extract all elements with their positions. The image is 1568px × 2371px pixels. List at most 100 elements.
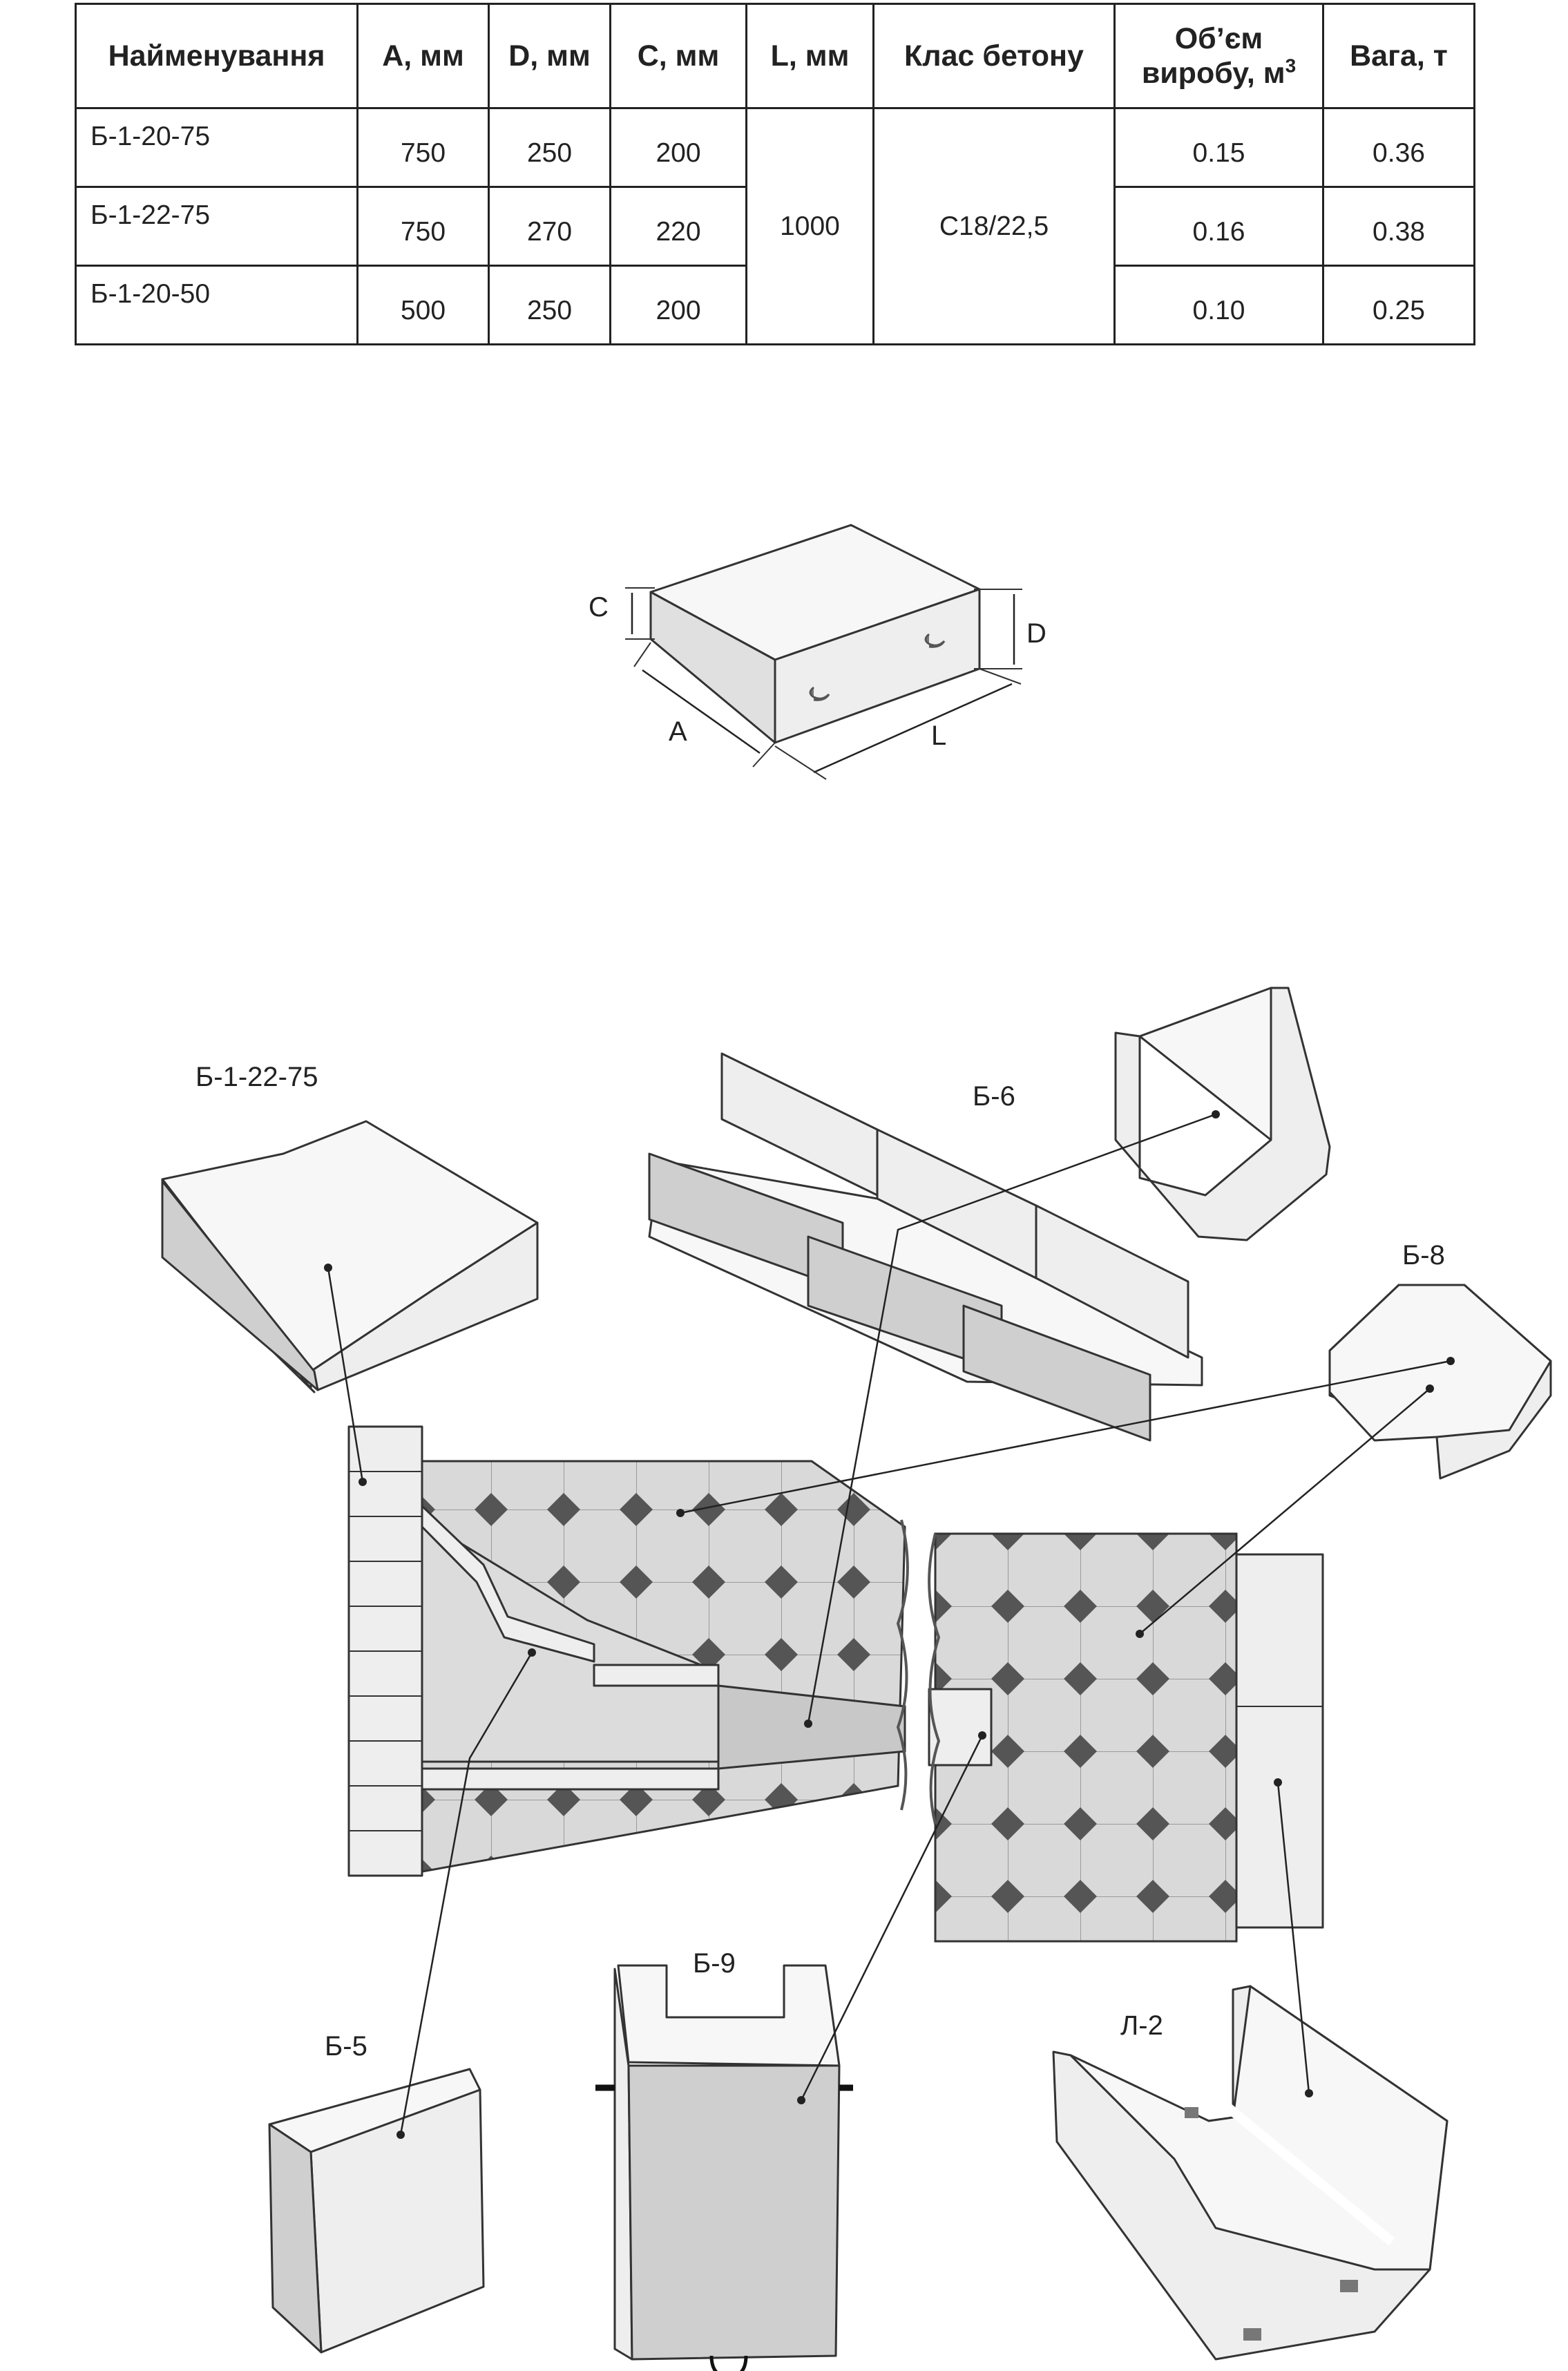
leader-dot bbox=[324, 1264, 332, 1272]
part-top-face bbox=[161, 1120, 539, 1373]
header-volume-text: Об’єм виробу, м bbox=[1141, 22, 1285, 90]
leader-dot bbox=[1305, 2089, 1313, 2097]
leader bbox=[680, 1360, 1451, 1514]
curb-right-vertical bbox=[1235, 1553, 1324, 1929]
tray-side bbox=[962, 1304, 1151, 1442]
header-volume-sup: 3 bbox=[1285, 55, 1297, 77]
leader bbox=[1139, 1388, 1431, 1635]
leader bbox=[399, 1652, 533, 2135]
cell-volume: 0.15 bbox=[1113, 107, 1324, 188]
dim-label-d: D bbox=[1026, 618, 1046, 649]
b9-loop-icon bbox=[709, 2355, 748, 2371]
cell-a: 750 bbox=[356, 186, 490, 267]
leader-dot bbox=[1274, 1778, 1282, 1787]
cell-name: Б-1-20-50 bbox=[75, 265, 358, 345]
tray-edge-top bbox=[593, 1664, 720, 1687]
dimension-block-diagram: C D A L bbox=[589, 524, 1046, 780]
part-b-1-22-75: Б-1-22-75 bbox=[161, 1062, 539, 1393]
tray-assembly-plan bbox=[347, 1425, 1324, 1943]
dim-label-c: C bbox=[589, 592, 609, 622]
tray-wall bbox=[720, 1052, 879, 1197]
label-b-1-22-75: Б-1-22-75 bbox=[195, 1062, 318, 1092]
break-line bbox=[928, 1533, 941, 1825]
leader-dot bbox=[528, 1648, 536, 1657]
dim-a-extension bbox=[633, 642, 776, 768]
tray-wall bbox=[1035, 1204, 1189, 1359]
dim-label-l: L bbox=[931, 721, 946, 751]
curb-joint-lines bbox=[349, 1471, 422, 1831]
header-volume: Об’єм виробу, м3 bbox=[1113, 3, 1324, 109]
cell-d: 250 bbox=[488, 107, 611, 188]
dim-c-extension bbox=[625, 587, 655, 640]
l2-highlight bbox=[1216, 2096, 1395, 2246]
u-channel-inner bbox=[1138, 987, 1272, 1141]
label-b-5: Б-5 bbox=[325, 2031, 367, 2061]
paving-area-right bbox=[934, 1532, 1238, 1943]
cell-name: Б-1-22-75 bbox=[75, 186, 358, 267]
leader-dot bbox=[804, 1720, 812, 1728]
leader-dot bbox=[396, 2131, 405, 2139]
label-b-9: Б-9 bbox=[693, 1948, 736, 1979]
table-header-row: Найменування A, мм D, мм C, мм L, мм Кла… bbox=[75, 3, 1475, 109]
break-line bbox=[896, 1519, 909, 1811]
part-b-9: Б-9 bbox=[595, 1948, 853, 2371]
b9-front bbox=[627, 2064, 841, 2361]
dim-d-extension bbox=[974, 589, 1022, 669]
header-c: C, мм bbox=[609, 3, 747, 109]
part-b-8: Б-8 bbox=[1328, 1240, 1552, 1480]
header-a: A, мм bbox=[356, 3, 490, 109]
table-row: Б-1-20-50 500 250 200 0.10 0.25 bbox=[75, 265, 1475, 345]
header-concrete-class: Клас бетону bbox=[872, 3, 1116, 109]
lifting-loop-icon bbox=[809, 686, 830, 701]
leader-dot bbox=[1446, 1357, 1455, 1365]
header-weight: Вага, т bbox=[1322, 3, 1475, 109]
b5-side bbox=[268, 2123, 323, 2354]
leader-lines bbox=[324, 1110, 1455, 2139]
tray-edge-curve bbox=[421, 1505, 595, 1663]
dim-l-line bbox=[813, 683, 1013, 774]
dim-label-a: A bbox=[669, 716, 687, 747]
specification-table: Найменування A, мм D, мм C, мм L, мм Кла… bbox=[75, 3, 1475, 345]
header-l: L, мм bbox=[745, 3, 874, 109]
cell-name: Б-1-20-75 bbox=[75, 107, 358, 188]
cell-d: 270 bbox=[488, 186, 611, 267]
cell-concrete-class: C18/22,5 bbox=[872, 107, 1116, 345]
cell-length: 1000 bbox=[745, 107, 874, 345]
l2-slot-icon bbox=[1185, 2107, 1198, 2118]
table-row: Б-1-22-75 750 270 220 0.16 0.38 bbox=[75, 186, 1475, 267]
leader bbox=[807, 1113, 1216, 1724]
l2-slot-icon bbox=[1243, 2328, 1261, 2341]
l2-slot-icon bbox=[1340, 2280, 1358, 2292]
cell-d: 250 bbox=[488, 265, 611, 345]
cell-c: 220 bbox=[609, 186, 747, 267]
table-row: Б-1-20-75 750 250 200 1000 C18/22,5 0.15… bbox=[75, 107, 1475, 345]
label-b-6: Б-6 bbox=[973, 1081, 1015, 1112]
header-name: Найменування bbox=[75, 3, 358, 109]
dim-l-extension bbox=[774, 668, 1022, 780]
label-l-2: Л-2 bbox=[1120, 2010, 1163, 2041]
cell-volume: 0.16 bbox=[1113, 186, 1324, 267]
part-b-6: Б-6 bbox=[648, 1052, 1203, 1442]
part-b-5: Б-5 bbox=[268, 2031, 485, 2354]
leader bbox=[800, 1735, 984, 2101]
u-channel-body bbox=[1114, 987, 1331, 1241]
leader-dot bbox=[1426, 1384, 1434, 1393]
cell-weight: 0.25 bbox=[1322, 265, 1475, 345]
part-u-channel bbox=[1114, 987, 1331, 1241]
tray-edge-bottom bbox=[421, 1767, 720, 1791]
part-l-2: Л-2 bbox=[1052, 1985, 1449, 2361]
header-d: D, мм bbox=[488, 3, 611, 109]
cell-c: 200 bbox=[609, 265, 747, 345]
leader-dot bbox=[978, 1731, 986, 1740]
cell-volume: 0.10 bbox=[1113, 265, 1324, 345]
cell-c: 200 bbox=[609, 107, 747, 188]
leader-dot bbox=[1136, 1630, 1144, 1638]
leader-dot bbox=[797, 2096, 805, 2104]
dim-a-line bbox=[642, 669, 761, 754]
leader bbox=[327, 1267, 364, 1483]
cell-weight: 0.36 bbox=[1322, 107, 1475, 188]
leader-dot bbox=[1212, 1110, 1220, 1118]
label-b-8: Б-8 bbox=[1402, 1240, 1445, 1270]
leader-dot bbox=[676, 1509, 685, 1517]
